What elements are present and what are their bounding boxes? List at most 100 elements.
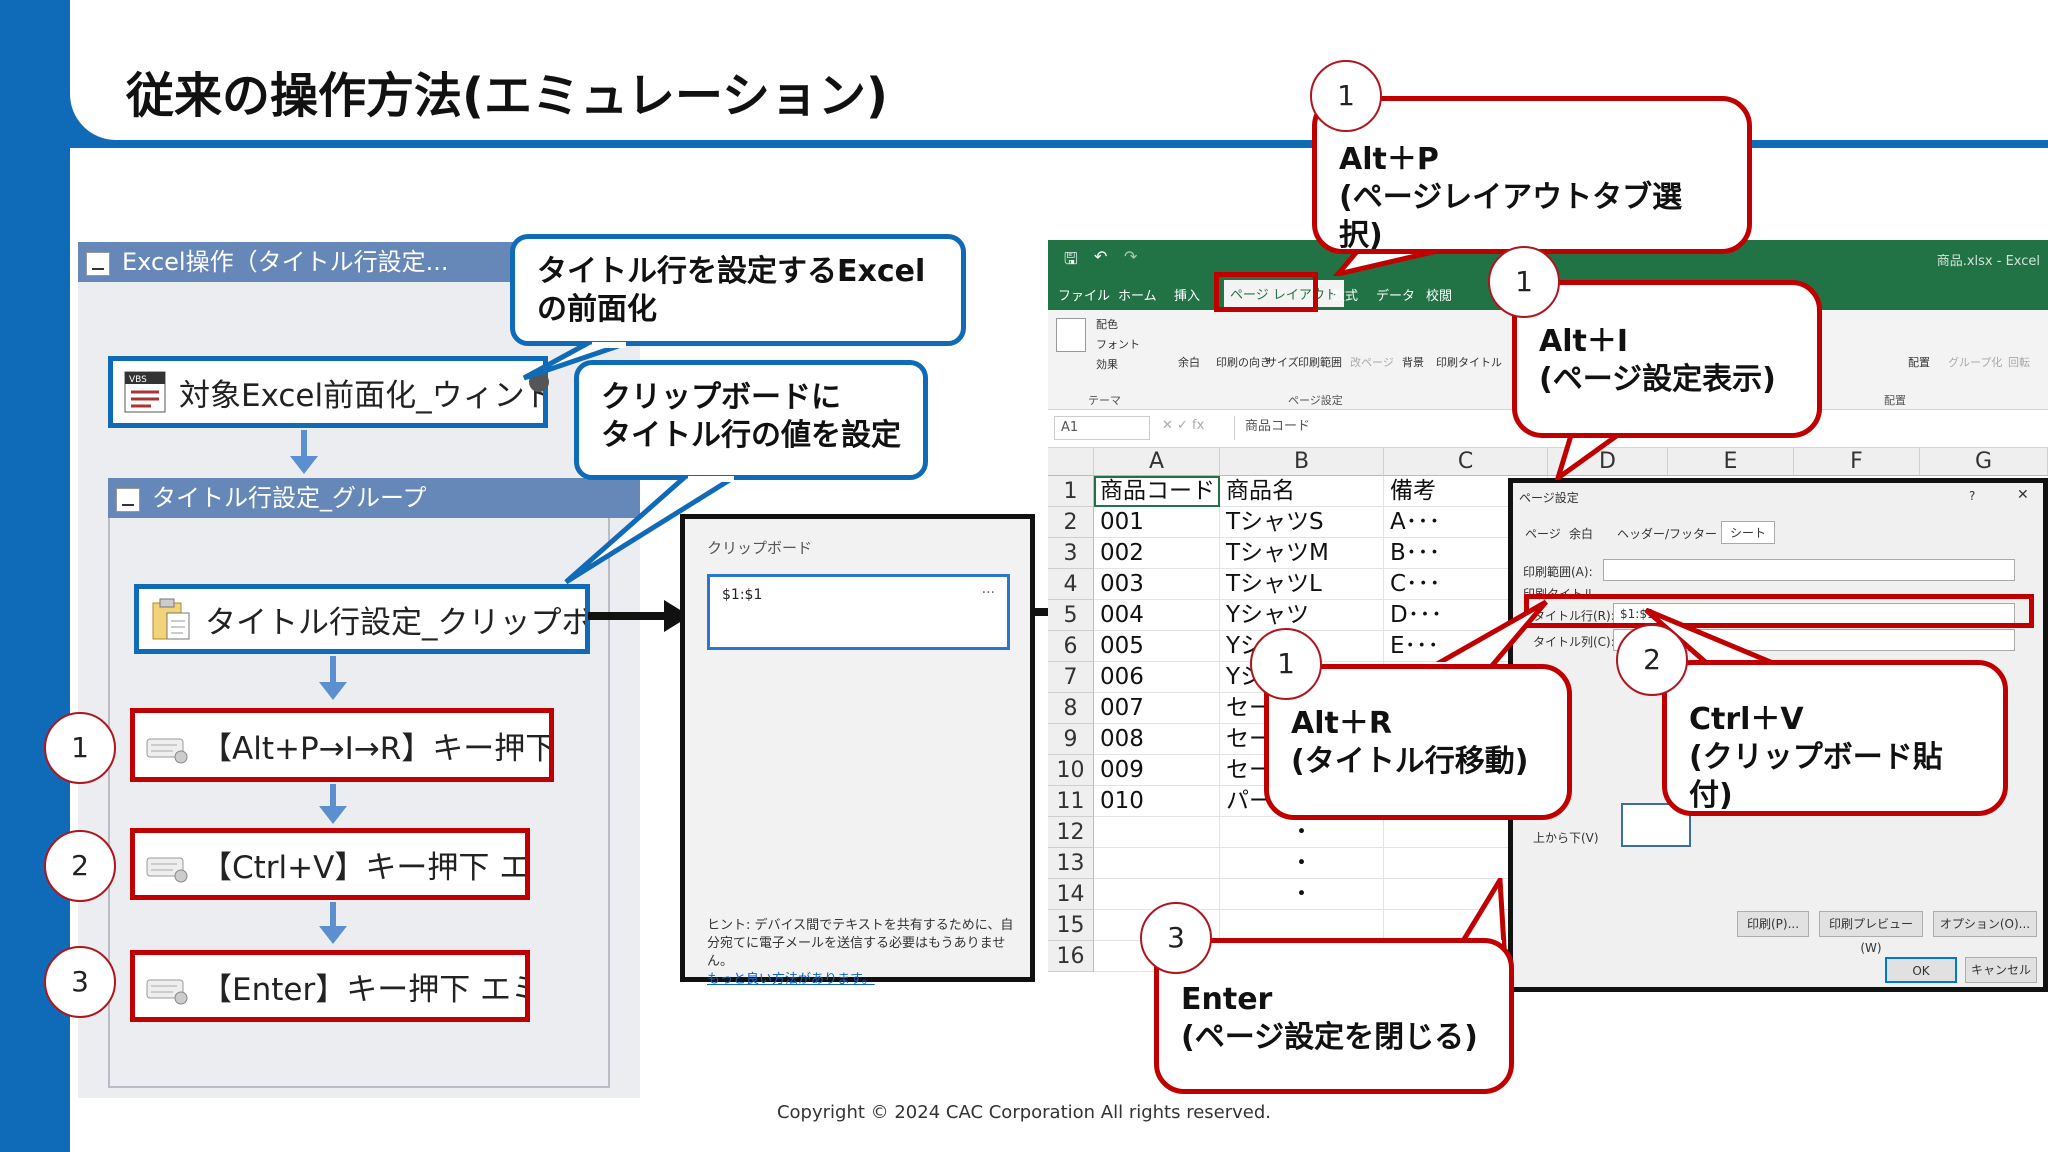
row-header[interactable]: 7	[1048, 662, 1094, 693]
ok-button[interactable]: OK	[1885, 957, 1957, 983]
ribbon-item[interactable]: サイズ	[1266, 356, 1299, 369]
tab-data[interactable]: データ	[1376, 289, 1416, 304]
row-header[interactable]: 5	[1048, 600, 1094, 631]
cell[interactable]: TシャツS	[1220, 507, 1384, 538]
cell[interactable]: A･･･	[1384, 507, 1548, 538]
cell[interactable]: ・	[1220, 848, 1384, 879]
ribbon-item[interactable]: グループ化	[1948, 356, 2003, 369]
dialog-tab-headerfooter[interactable]: ヘッダー/フッター	[1617, 527, 1718, 541]
tab-formulas[interactable]: 数式	[1332, 289, 1359, 304]
print-button[interactable]: 印刷(P)...	[1737, 911, 1809, 937]
row-header[interactable]: 11	[1048, 786, 1094, 817]
cell[interactable]: 004	[1094, 600, 1220, 631]
tab-home[interactable]: ホーム	[1118, 289, 1157, 304]
help-button[interactable]: ?	[1969, 489, 1976, 503]
row-header[interactable]: 4	[1048, 569, 1094, 600]
save-icon[interactable]: 🖫	[1064, 249, 1078, 268]
print-preview-button[interactable]: 印刷プレビュー(W)	[1819, 911, 1923, 955]
ribbon-item[interactable]: 配置	[1908, 356, 1930, 369]
dialog-tab-margins[interactable]: 余白	[1569, 527, 1594, 541]
ribbon-item[interactable]: 配色	[1096, 318, 1118, 331]
cell[interactable]: 商品名	[1220, 476, 1384, 507]
print-area-input[interactable]	[1603, 559, 2015, 581]
cell[interactable]: 006	[1094, 662, 1220, 693]
more-options-icon[interactable]: ···	[981, 585, 995, 601]
row-header[interactable]: 8	[1048, 693, 1094, 724]
flow-node-clipboard[interactable]: タイトル行設定_クリップボード	[134, 584, 590, 654]
tab-review[interactable]: 校閲	[1426, 289, 1453, 304]
cell[interactable]: TシャツM	[1220, 538, 1384, 569]
cell[interactable]: 008	[1094, 724, 1220, 755]
cell[interactable]: 005	[1094, 631, 1220, 662]
clipboard-item[interactable]: $1:$1 ···	[707, 574, 1010, 650]
inner-group-header[interactable]: タイトル行設定_グループ	[108, 478, 640, 518]
row-header[interactable]: 14	[1048, 879, 1094, 910]
row-header[interactable]: 3	[1048, 538, 1094, 569]
ribbon-item[interactable]: 印刷タイトル	[1436, 356, 1502, 369]
dialog-tab-page[interactable]: ページ	[1525, 527, 1561, 541]
ribbon-item[interactable]: 回転	[2008, 356, 2030, 369]
callout-text-line2: (クリップボード貼付)	[1689, 740, 1943, 813]
name-box[interactable]: A1	[1054, 416, 1150, 440]
column-header[interactable]: F	[1794, 448, 1920, 476]
ribbon-item[interactable]: 効果	[1096, 358, 1118, 371]
column-header[interactable]: G	[1920, 448, 2048, 476]
clipboard-hint-link[interactable]: もっと良い方法があります。	[707, 972, 875, 987]
ribbon-item[interactable]: 背景	[1402, 356, 1424, 369]
cell[interactable]: C･･･	[1384, 569, 1548, 600]
row-header[interactable]: 9	[1048, 724, 1094, 755]
cell[interactable]: 009	[1094, 755, 1220, 786]
ribbon-item[interactable]: 余白	[1178, 356, 1200, 369]
row-header[interactable]: 13	[1048, 848, 1094, 879]
cell[interactable]: 003	[1094, 569, 1220, 600]
flow-node-key-ctrlv[interactable]: 【Ctrl+V】キー押下 エミ...	[130, 828, 530, 900]
dialog-tab-sheet[interactable]: シート	[1721, 521, 1776, 544]
cell[interactable]: 007	[1094, 693, 1220, 724]
cell[interactable]: 備考	[1384, 476, 1548, 507]
ribbon-item[interactable]: 印刷の向き	[1216, 356, 1271, 369]
select-all-corner[interactable]	[1048, 448, 1094, 476]
cell[interactable]: ・	[1220, 879, 1384, 910]
collapse-icon[interactable]	[86, 252, 110, 276]
cell[interactable]	[1220, 910, 1384, 941]
cell[interactable]: Yシャツ	[1220, 600, 1384, 631]
order-down-then-over-radio[interactable]: 上から下(V)	[1533, 831, 1599, 845]
column-header[interactable]: C	[1384, 448, 1548, 476]
cell[interactable]	[1094, 879, 1220, 910]
cell[interactable]: 002	[1094, 538, 1220, 569]
ribbon-item[interactable]: 改ページ	[1350, 356, 1394, 369]
close-button[interactable]: ✕	[2017, 487, 2029, 503]
ribbon-item[interactable]: フォント	[1096, 338, 1140, 351]
cell[interactable]: TシャツL	[1220, 569, 1384, 600]
cell[interactable]: 001	[1094, 507, 1220, 538]
undo-icon[interactable]: ↶	[1094, 247, 1108, 266]
column-header[interactable]: E	[1668, 448, 1794, 476]
flow-node-key-enter[interactable]: 【Enter】キー押下 エミュ...	[130, 950, 530, 1022]
row-header[interactable]: 6	[1048, 631, 1094, 662]
row-header[interactable]: 12	[1048, 817, 1094, 848]
cell[interactable]: 010	[1094, 786, 1220, 817]
redo-icon[interactable]: ↷	[1124, 247, 1138, 266]
cell[interactable]	[1094, 817, 1220, 848]
column-header[interactable]: A	[1094, 448, 1220, 476]
options-button[interactable]: オプション(O)...	[1933, 911, 2037, 937]
tab-page-layout[interactable]: ページ レイアウト	[1224, 280, 1344, 307]
cell[interactable]	[1094, 848, 1220, 879]
row-header[interactable]: 1	[1048, 476, 1094, 507]
flow-node-key-altpir[interactable]: 【Alt+P→I→R】キー押下...	[130, 708, 554, 782]
cell[interactable]: ・	[1220, 817, 1384, 848]
tab-file[interactable]: ファイル	[1058, 289, 1111, 304]
row-header[interactable]: 16	[1048, 941, 1094, 972]
ribbon-item[interactable]: 印刷範囲	[1298, 356, 1342, 369]
row-header[interactable]: 2	[1048, 507, 1094, 538]
row-header[interactable]: 10	[1048, 755, 1094, 786]
tab-insert[interactable]: 挿入	[1174, 289, 1201, 304]
cell[interactable]: B･･･	[1384, 538, 1548, 569]
collapse-icon[interactable]	[116, 488, 140, 512]
formula-input[interactable]: 商品コード	[1234, 416, 2034, 440]
flow-node-excel-activate[interactable]: VBS 対象Excel前面化_ウィンド...	[108, 356, 548, 428]
cancel-button[interactable]: キャンセル	[1965, 957, 2037, 983]
themes-icon[interactable]	[1056, 318, 1086, 352]
row-header[interactable]: 15	[1048, 910, 1094, 941]
column-header[interactable]: B	[1220, 448, 1384, 476]
